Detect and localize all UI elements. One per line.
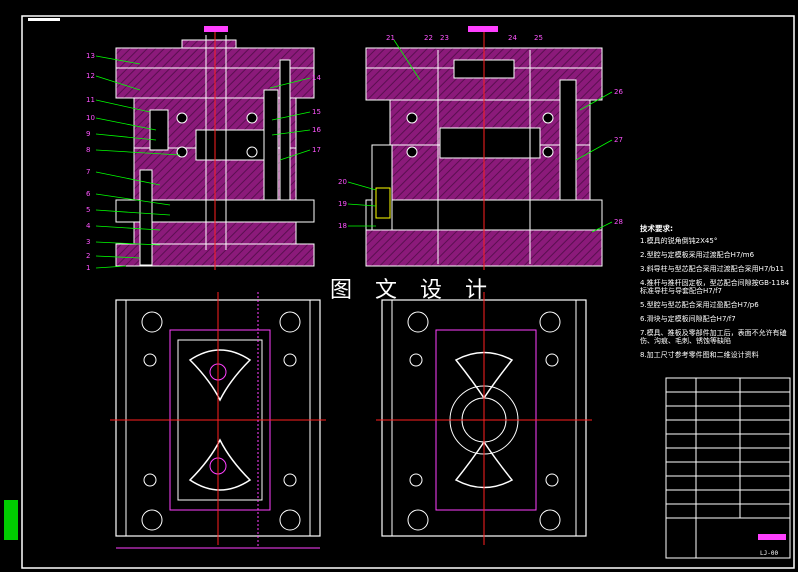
callout-number: 5 — [86, 206, 91, 214]
callout-number: 1 — [86, 264, 91, 272]
callout-number: 6 — [86, 190, 91, 198]
tech-line-7: 7.模具、推板及零部件加工后，表面不允许有磕伤、沟痕、毛刺、锈蚀等缺陷 — [640, 328, 787, 346]
tech-line-6: 6.滑块与定模板间隙配合H7/f7 — [640, 314, 736, 323]
callout-number: 3 — [86, 238, 91, 246]
frame-tag — [28, 18, 60, 21]
callout-number: 21 — [386, 34, 395, 42]
callout-number: 17 — [312, 146, 321, 154]
callout-number: 22 — [424, 34, 433, 42]
callout-number: 11 — [86, 96, 95, 104]
callout-number: 18 — [338, 222, 347, 230]
callout-number: 24 — [508, 34, 517, 42]
section-view-left — [115, 26, 315, 270]
drawing-number: LJ-00 — [760, 550, 779, 557]
tech-requirements-title: 技术要求: — [640, 224, 673, 233]
plan-view-left — [110, 292, 326, 549]
tech-requirements: 技术要求: 1.模具的锐角倒钝2X45° 2.型腔与定模板采用过渡配合H7/m6… — [640, 224, 795, 365]
callout-number: 25 — [534, 34, 543, 42]
callout-leaders — [95, 39, 613, 269]
callout-number: 12 — [86, 72, 95, 80]
drawing-frame — [21, 15, 795, 569]
tech-line-3: 3.斜导柱与型芯配合采用过渡配合采用H7/b11 — [640, 264, 785, 273]
callout-number: 19 — [338, 200, 347, 208]
tech-line-1: 1.模具的锐角倒钝2X45° — [640, 237, 718, 246]
callout-number: 2 — [86, 252, 91, 260]
tech-line-4: 4.推杆与推杆固定板，型芯配合间隙按GB-1184标准导柱与导套配合H7/f7 — [640, 278, 790, 296]
callout-number: 4 — [86, 222, 91, 230]
plan-view-right — [376, 292, 592, 545]
callout-number: 23 — [440, 34, 449, 42]
watermark-text: 图 文 设 计 — [330, 278, 495, 303]
callout-number: 28 — [614, 218, 623, 226]
callout-number: 15 — [312, 108, 321, 116]
title-block — [4, 377, 791, 559]
tech-line-2: 2.型腔与定模板采用过渡配合H7/m6 — [640, 251, 755, 260]
callout-number: 8 — [86, 146, 91, 154]
callout-number: 13 — [86, 52, 95, 60]
callout-number: 9 — [86, 130, 91, 138]
callout-number: 26 — [614, 88, 623, 96]
callout-number: 20 — [338, 178, 347, 186]
callout-number: 27 — [614, 136, 623, 144]
callout-number: 16 — [312, 126, 321, 134]
callout-number: 10 — [86, 114, 95, 122]
callout-number: 14 — [312, 74, 321, 82]
tech-line-5: 5.型腔与型芯配合采用过盈配合H7/p6 — [640, 301, 759, 310]
section-view-right — [365, 26, 603, 270]
callout-number: 7 — [86, 168, 91, 176]
tech-line-8: 8.加工尺寸参考零件图和二维设计资料 — [640, 351, 759, 360]
